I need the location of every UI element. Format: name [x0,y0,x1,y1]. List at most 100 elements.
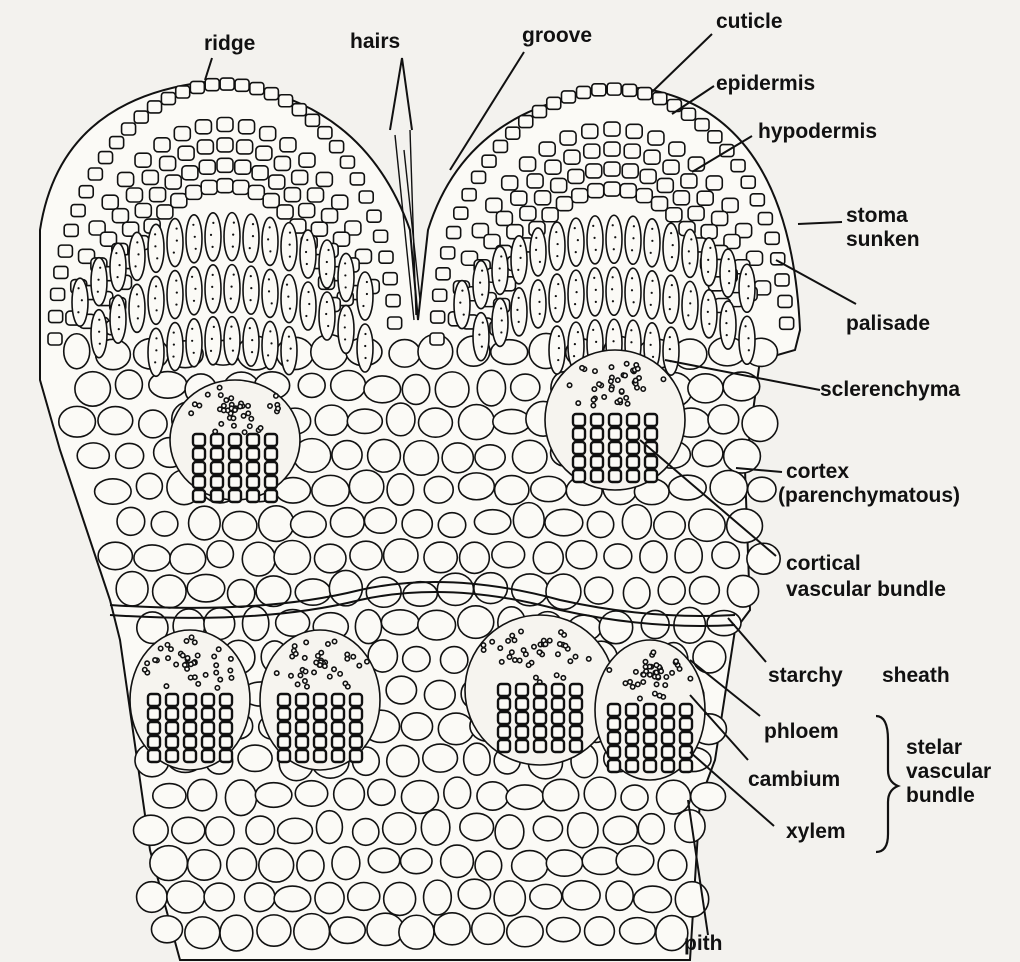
chloroplast-dot [306,263,308,265]
parenchyma-cell [59,406,96,437]
phloem-cell [519,629,523,633]
palisade-cell [91,258,107,306]
parenchyma-cell [616,846,654,875]
xylem-cell [644,718,656,730]
chloroplast-dot [631,277,633,279]
epidermis-cell [134,111,148,123]
phloem-cell [181,653,185,657]
chloroplast-dot [288,336,290,338]
xylem-cell [573,442,585,454]
chloroplast-dot [175,303,177,305]
phloem-cell [189,411,193,415]
phloem-cell [319,651,323,655]
parenchyma-cell [669,475,706,500]
parenchyma-cell [460,542,490,573]
epidermis-cell [623,84,637,96]
hypodermis-cell [142,170,158,184]
xylem-cell [534,684,546,696]
xylem-cell [644,704,656,716]
xylem-cell [202,750,214,762]
hypodermis-cell [542,208,558,222]
phloem-cell [657,693,661,697]
hypodermis-cell [252,166,268,180]
palisade-cell [300,282,316,330]
parenchyma-cell [314,544,346,573]
phloem-cell [619,389,623,393]
epidermis-cell [758,213,772,225]
xylem-cell [166,722,178,734]
xylem-cell [552,698,564,710]
chloroplast-dot [155,309,157,311]
chloroplast-dot [649,332,651,334]
hypodermis-cell [316,172,332,186]
parenchyma-cell [117,507,145,535]
palisade-cell [357,324,373,372]
epidermis-cell [330,141,344,153]
chloroplast-dot [366,281,368,283]
chloroplast-dot [707,299,709,301]
hypodermis-cell [269,175,285,189]
epidermis-cell [741,176,755,188]
xylem-cell [626,718,638,730]
xylem-cell [608,718,620,730]
xylem-cell [220,722,232,734]
epidermis-cell [532,106,546,118]
palisade-cell [568,218,584,266]
xylem-cell [247,490,259,502]
parenchyma-cell [151,916,182,943]
xylem-cell [608,732,620,744]
chloroplast-dot [210,350,212,352]
parenchyma-cell [475,445,505,470]
chloroplast-dot [136,241,138,243]
hypodermis-cell [551,178,567,192]
parenchyma-cell [368,848,399,872]
epidermis-cell [220,78,234,90]
hypodermis-cell [174,127,190,141]
phloem-cell [193,640,197,644]
parenchyma-cell [353,819,379,846]
xylem-cell [148,708,160,720]
phloem-cell [591,403,595,407]
chloroplast-dot [575,291,577,293]
chloroplast-dot [155,349,157,351]
chloroplast-dot [77,287,79,289]
phloem-cell [573,654,577,658]
parenchyma-cell [257,915,291,946]
xylem-cell [644,760,656,772]
chloroplast-dot [728,270,730,272]
hypodermis-cell [186,185,202,199]
parenchyma-cell [383,813,416,845]
chloroplast-dot [290,348,292,350]
xylem-cell [570,740,582,752]
xylem-cell [148,750,160,762]
phloem-cell [609,379,613,383]
chloroplast-dot [669,308,671,310]
chloroplast-dot [481,346,483,348]
xylem-cell [220,694,232,706]
leader-stoma [798,222,842,224]
chloroplast-dot [251,351,253,353]
parenchyma-cell [444,777,471,808]
parenchyma-cell [506,785,543,809]
parenchyma-cell [441,845,474,877]
phloem-cell [189,635,193,639]
phloem-cell [563,644,567,648]
chloroplast-dot [500,331,502,333]
epidermis-cell [386,295,400,307]
phloem-cell [203,673,207,677]
parenchyma-cell [366,577,401,607]
chloroplast-dot [481,294,483,296]
xylem-cell [591,456,603,468]
xylem-cell [591,414,603,426]
chloroplast-dot [230,326,232,328]
xylem-cell [627,456,639,468]
parenchyma-cell [460,813,494,840]
palisade-cell [625,268,641,316]
chloroplast-dot [211,246,213,248]
phloem-cell [258,426,262,430]
chloroplast-dot [286,360,288,362]
xylem-cell [591,428,603,440]
epidermis-cell [54,266,68,278]
chloroplast-dot [211,338,213,340]
parenchyma-cell [438,713,473,745]
